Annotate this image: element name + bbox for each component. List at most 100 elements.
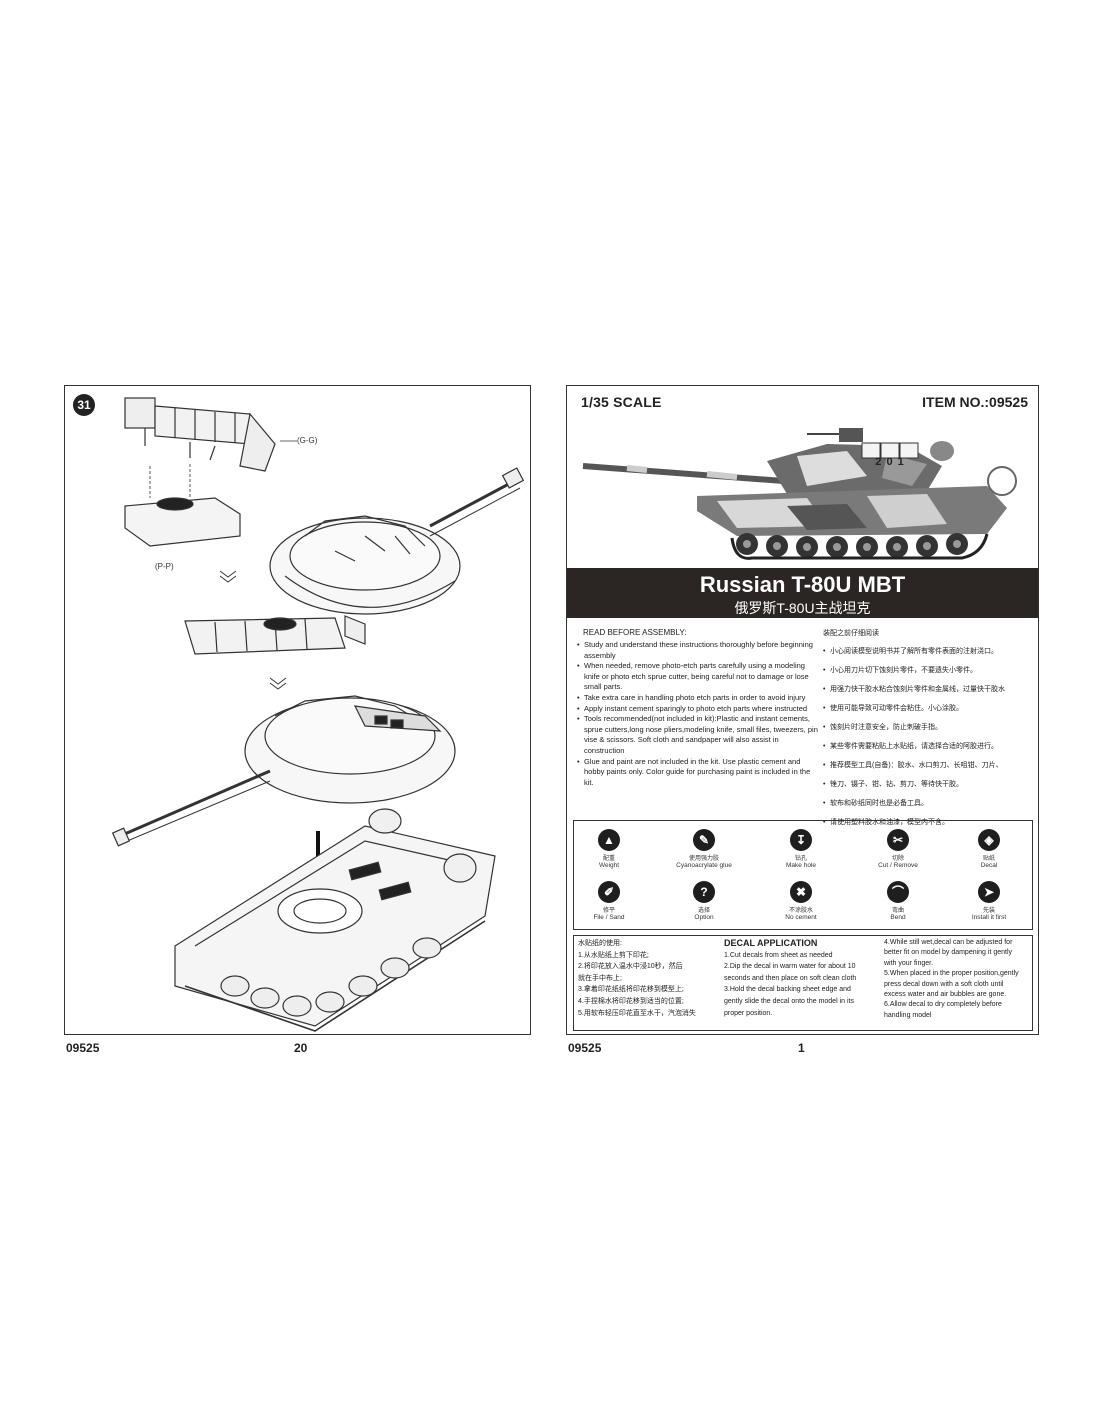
instruction-item-cn: 使用可能导致可动零件会粘住。小心涂胶。 (823, 699, 1033, 718)
title-english: Russian T-80U MBT (699, 572, 906, 597)
chinese-instructions: 小心阅读模型说明书并了解所有零件表面的注射浇口。 小心用刀片切下蚀刻片零件，不要… (823, 642, 1033, 832)
english-instructions: Study and understand these instructions … (577, 640, 821, 788)
decal-cn-step: 4.手捏棉水将印花移到适当的位置; (578, 997, 684, 1005)
install-first-icon: ➤ (978, 881, 1000, 903)
instruction-page-left: 31 (64, 385, 531, 1035)
callout-pp: (P-P) (155, 562, 174, 571)
scale-label: 1/35 SCALE (581, 394, 662, 410)
tank-illustration (582, 428, 1017, 560)
instruction-item-cn: 锉刀、镊子、钳、钻、剪刀、等待快干胶。 (823, 775, 1033, 794)
legend-en: Bend (890, 914, 906, 921)
instruction-page-right: 1/35 SCALE ITEM NO.:09525 (566, 385, 1039, 1035)
decal-icon: ◈ (978, 829, 1000, 851)
decal-en-step: proper position. (724, 1009, 773, 1017)
legend-cn: 配重 (602, 856, 615, 862)
file-icon: ✐ (598, 881, 620, 903)
legend-en: Weight (598, 862, 620, 869)
chinese-instructions-title: 装配之前仔细阅读 (823, 630, 879, 637)
decal-en-step: with your finger. (884, 959, 934, 967)
decal-cn-column: 水贴纸的使用: 1.从水贴纸上剪下印花; 2.将印花放入温水中浸10秒，然后 就… (578, 938, 718, 1019)
legend-en: Cyanoacrylate glue (676, 862, 732, 869)
decal-cn-step: 2.将印花放入温水中浸10秒，然后 (578, 963, 683, 971)
legend-cn: 切除 (891, 856, 904, 862)
tank-number: 2 0 1 (875, 456, 905, 468)
legend-install-first: ➤ 先装 Install it first (944, 881, 1034, 921)
decal-en-step: 2.Dip the decal in warm water for about … (724, 963, 856, 971)
legend-cn: 先装 (982, 908, 995, 914)
decal-cn-step: 5.用软布轻压印花直至水干，汽泡消失 (578, 1009, 696, 1017)
legend-cn: 钻孔 (794, 856, 807, 862)
callout-gg: (G-G) (297, 436, 318, 445)
decal-en-step: 3.Hold the decal backing sheet edge and (724, 986, 851, 994)
instruction-item-cn: 某些零件需要粘贴上水贴纸，请选择合适的阿胶进行。 (823, 737, 1033, 756)
decal-en-column-2: 4.While still wet,decal can be adjusted … (884, 938, 1032, 1021)
instruction-item-cn: 推荐模型工具(自备)：胶水、水口剪刀、长咀钳、刀片、 (823, 756, 1033, 775)
drill-icon: ↧ (790, 829, 812, 851)
item-number: ITEM NO.:09525 (922, 394, 1028, 410)
decal-cn-step: 1.从水贴纸上剪下印花; (578, 951, 649, 959)
option-icon: ? (693, 881, 715, 903)
instruction-item-cn: 软布和砂纸同时也是必备工具。 (823, 794, 1033, 813)
symbol-legend: ▲ 配重 Weight ✎ 使用强力胶 Cyanoacrylate glue ↧… (573, 820, 1033, 930)
legend-option: ? 选择 Option (659, 881, 749, 921)
legend-en: Option (694, 914, 714, 921)
decal-cn-step: 3.拿着印花纸纸将印花移到模型上; (578, 986, 684, 994)
decal-en-step: better fit on model by dampening it gent… (884, 949, 1013, 957)
decal-en-step: 6.Allow decal to dry completely before (884, 1001, 1002, 1009)
decal-en-title: DECAL APPLICATION (724, 938, 818, 948)
instruction-item-cn: 请使用塑料胶水和油漆，模型内不含。 (823, 813, 1033, 832)
legend-en: Decal (980, 862, 998, 869)
footer-page-right: 1 (798, 1041, 805, 1055)
legend-en: No cement (785, 914, 817, 921)
legend-en: Cut / Remove (878, 862, 918, 869)
instruction-item: Tools recommended(not included in kit):P… (577, 714, 821, 756)
decal-application-box: 水贴纸的使用: 1.从水贴纸上剪下印花; 2.将印花放入温水中浸10秒，然后 就… (573, 935, 1033, 1031)
bend-icon: ⌒ (887, 881, 909, 903)
footer-page-left: 20 (294, 1041, 308, 1055)
step-number: 31 (73, 394, 95, 416)
decal-en-step: 4.While still wet,decal can be adjusted … (884, 939, 1013, 946)
glue-icon: ✎ (693, 829, 715, 851)
weight-icon: ▲ (598, 829, 620, 851)
legend-cn: 选择 (697, 908, 710, 914)
instruction-item: Take extra care in handling photo etch p… (577, 693, 821, 704)
legend-cn: 弯曲 (891, 908, 904, 914)
decal-en-step: 5.When placed in the proper position,gen… (884, 970, 1019, 978)
no-cement-icon: ✖ (790, 881, 812, 903)
legend-no-cement: ✖ 不涂胶水 No cement (756, 881, 846, 921)
legend-file: ✐ 修平 File / Sand (564, 881, 654, 921)
assembly-diagram (111, 397, 525, 1032)
decal-en-step: handling model (884, 1011, 932, 1019)
instruction-item-cn: 小心用刀片切下蚀刻片零件，不要遗失小零件。 (823, 661, 1033, 680)
decal-en-step: seconds and then place on soft clean clo… (724, 974, 857, 982)
title-chinese: 俄罗斯T-80U主战坦克 (734, 600, 871, 616)
title-banner: Russian T-80U MBT 俄罗斯T-80U主战坦克 (567, 568, 1038, 618)
footer-code-right: 09525 (568, 1041, 602, 1055)
instruction-item: Apply instant cement sparingly to photo … (577, 704, 821, 715)
legend-glue: ✎ 使用强力胶 Cyanoacrylate glue (659, 829, 749, 869)
decal-cn-step: 就在手中布上; (578, 974, 622, 982)
legend-cn: 使用强力胶 (688, 856, 719, 862)
cut-icon: ✂ (887, 829, 909, 851)
decal-en-step: 1.Cut decals from sheet as needed (724, 951, 833, 959)
instruction-item-cn: 用强力快干胶水粘合蚀刻片零件和金属线，过量快干胶水 (823, 680, 1033, 699)
decal-en-column: DECAL APPLICATION 1.Cut decals from shee… (724, 938, 884, 1019)
legend-drill: ↧ 钻孔 Make hole (756, 829, 846, 869)
instruction-item-cn: 小心阅读模型说明书并了解所有零件表面的注射浇口。 (823, 642, 1033, 661)
instruction-item-cn: 蚀刻片时注意安全，防止刺破手指。 (823, 718, 1033, 737)
legend-cn: 修平 (602, 908, 615, 914)
decal-en-step: gently slide the decal onto the model in… (724, 997, 854, 1005)
instruction-item: When needed, remove photo-etch parts car… (577, 661, 821, 693)
instruction-item: Study and understand these instructions … (577, 640, 821, 661)
legend-cn: 贴纸 (982, 856, 995, 862)
legend-en: Install it first (971, 914, 1007, 921)
legend-weight: ▲ 配重 Weight (564, 829, 654, 869)
legend-cn: 不涂胶水 (788, 908, 813, 914)
read-before-title: READ BEFORE ASSEMBLY: (583, 628, 687, 637)
instruction-item: Glue and paint are not included in the k… (577, 757, 821, 789)
decal-en-step: excess water and air bubbles are gone. (884, 991, 1007, 999)
decal-cn-title: 水贴纸的使用: (578, 940, 622, 947)
legend-cut: ✂ 切除 Cut / Remove (853, 829, 943, 869)
legend-en: Make hole (786, 862, 816, 869)
footer-code-left: 09525 (66, 1041, 100, 1055)
